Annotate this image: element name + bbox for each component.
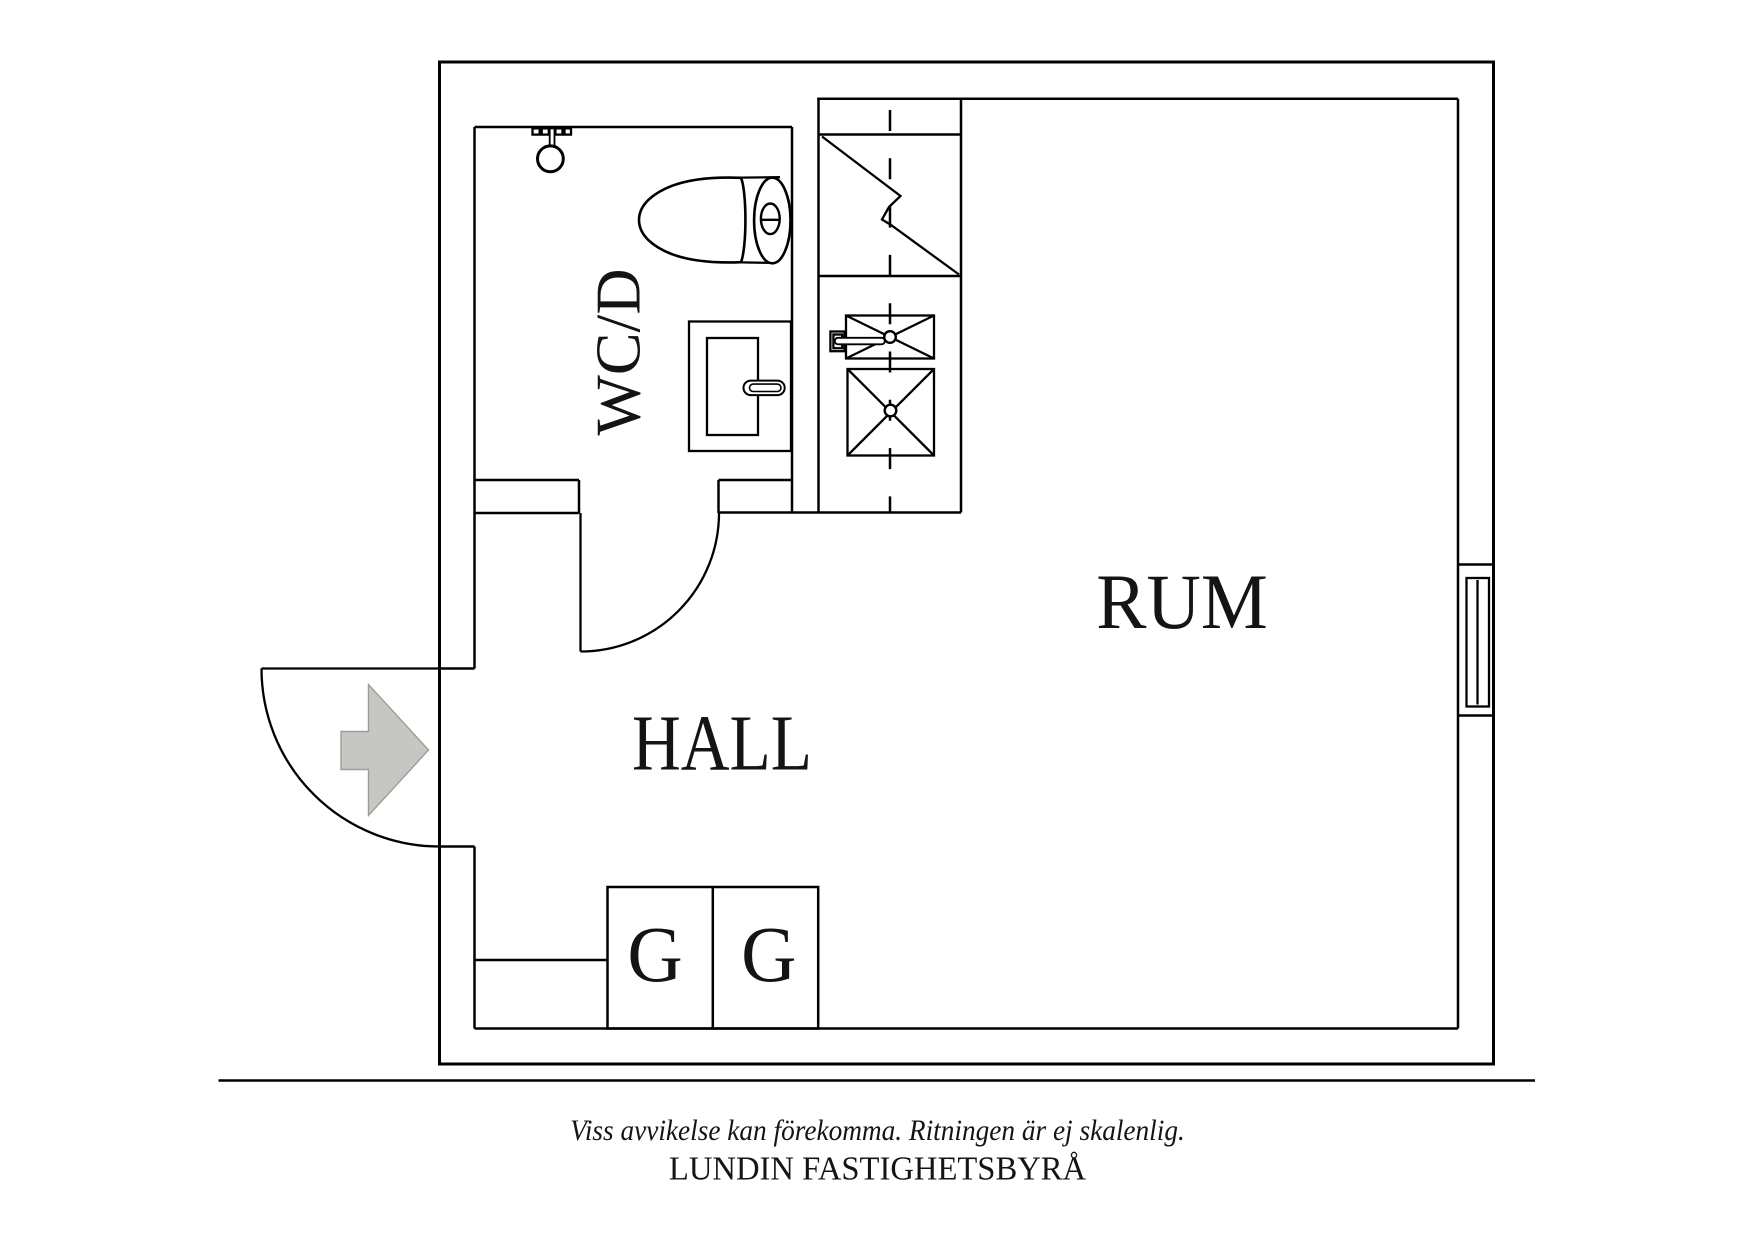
svg-text:WC/D: WC/D bbox=[583, 268, 654, 435]
svg-text:G: G bbox=[741, 911, 796, 998]
svg-text:RUM: RUM bbox=[1096, 559, 1267, 646]
svg-text:HALL: HALL bbox=[632, 700, 812, 787]
svg-text:LUNDIN FASTIGHETSBYRÅ: LUNDIN FASTIGHETSBYRÅ bbox=[669, 1150, 1086, 1188]
svg-text:Viss avvikelse kan förekomma.: Viss avvikelse kan förekomma. Ritningen … bbox=[570, 1114, 1185, 1147]
svg-text:G: G bbox=[627, 911, 682, 998]
